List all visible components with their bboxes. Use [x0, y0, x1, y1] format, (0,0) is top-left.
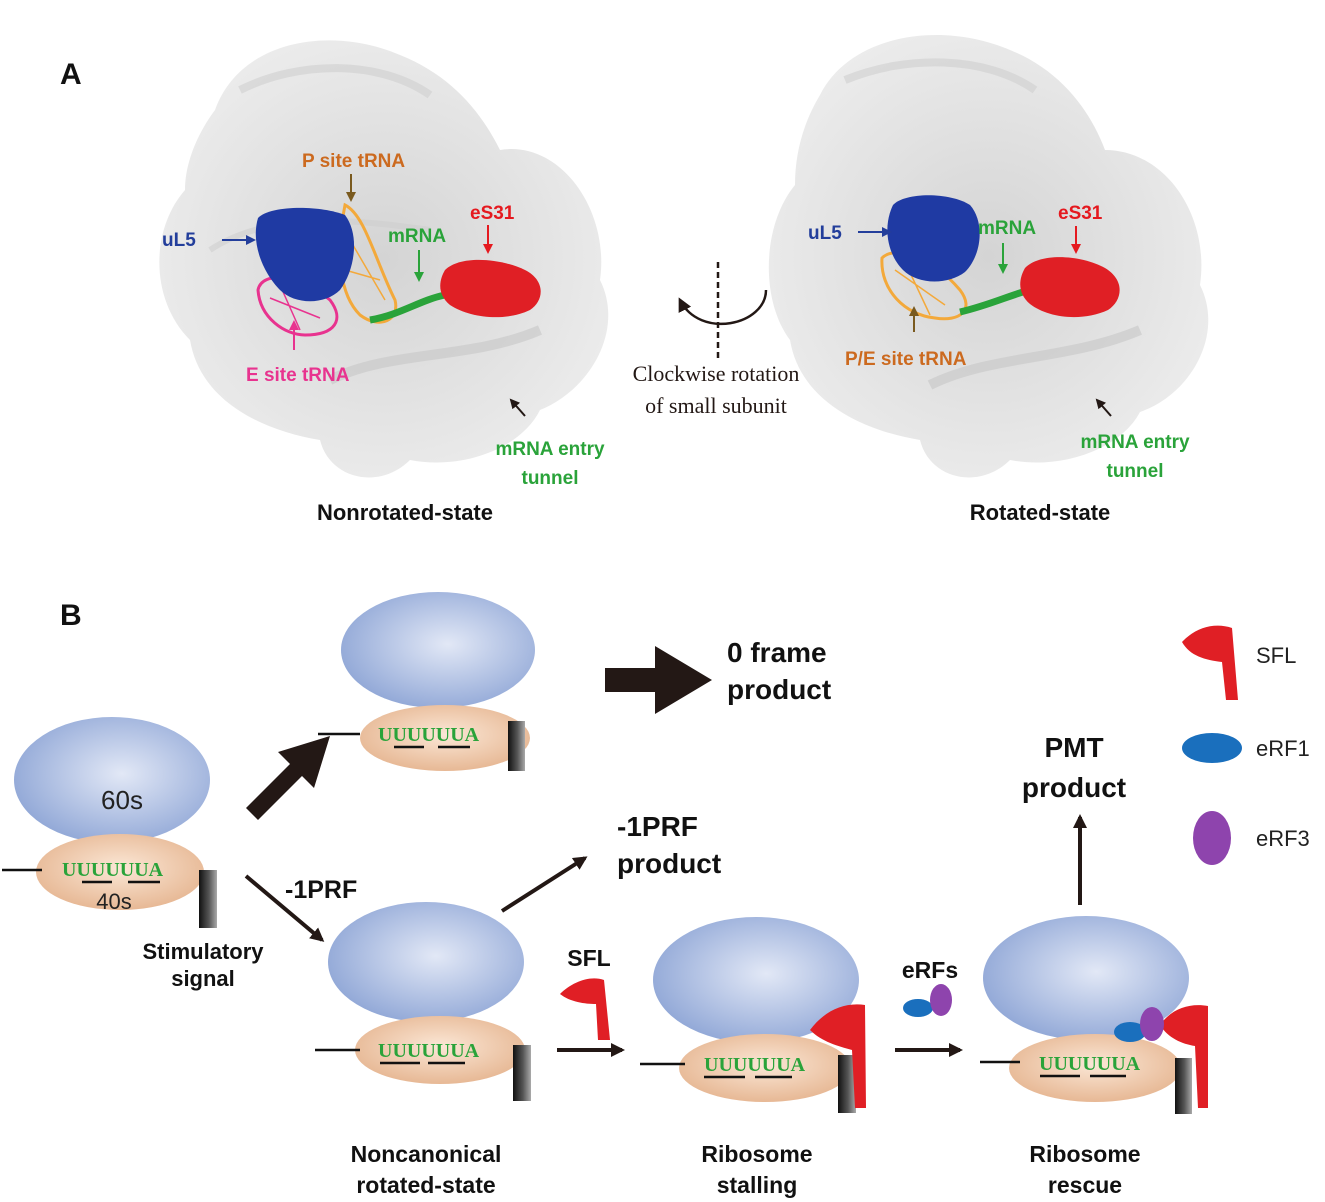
ul5-shape — [255, 207, 355, 302]
erfs-erf1-icon — [903, 999, 933, 1017]
prf-arrow-label: -1PRF — [285, 876, 357, 904]
stimulatory-signal-label-line1: Stimulatory — [142, 939, 264, 964]
pmt-product-line1: PMT — [1044, 732, 1103, 763]
rescue-ribosome: UUUUUUA — [980, 916, 1208, 1114]
erfs-erf3-icon — [930, 984, 952, 1016]
rescue-erf3 — [1140, 1007, 1164, 1041]
pmt-product-line2: product — [1022, 772, 1126, 803]
small-subunit-40s — [36, 834, 204, 910]
rescue-sequence: UUUUUUA — [1039, 1053, 1141, 1075]
panel-b-label: B — [60, 599, 82, 632]
stalling-label-line1: Ribosome — [701, 1141, 812, 1167]
legend: SFL eRF1 eRF3 — [1182, 625, 1310, 865]
e-site-trna-label: E site tRNA — [246, 365, 350, 386]
arrow-to-prf-product — [500, 856, 588, 913]
es31-label: eS31 — [470, 203, 515, 224]
erfs-label: eRFs — [902, 957, 958, 983]
entry-tunnel-label-line2: tunnel — [522, 468, 579, 489]
legend-sfl-label: SFL — [1256, 643, 1296, 668]
stimulatory-signal-label-line2: signal — [171, 966, 235, 991]
rotation-label-line1: Clockwise rotation — [633, 361, 800, 386]
rotation-icon — [678, 262, 768, 358]
rescue-sfl-flag — [1160, 1005, 1208, 1108]
mrna-strand-shape — [369, 291, 446, 324]
rescue-label-line1: Ribosome — [1029, 1141, 1140, 1167]
noncanonical-sequence: UUUUUUA — [378, 1040, 480, 1062]
sfl-flag-icon — [560, 978, 610, 1040]
sfl-label: SFL — [567, 945, 610, 971]
stimulatory-signal-shape — [199, 870, 217, 928]
rotated-es31-shape — [1020, 257, 1120, 318]
large-subunit-60s — [14, 717, 210, 843]
initial-ribosome: UUUUUUA — [2, 717, 217, 928]
rotated-entry-tunnel-arrow — [1095, 398, 1112, 417]
big-arrow-to-zero-frame — [246, 736, 330, 820]
rotated-mrna-label: mRNA — [978, 218, 1036, 239]
stalling-sequence: UUUUUUA — [704, 1054, 806, 1076]
legend-erf1-label: eRF1 — [1256, 736, 1310, 761]
entry-tunnel-label-line1: mRNA entry — [495, 439, 605, 460]
noncanonical-label-line1: Noncanonical — [351, 1141, 502, 1167]
zero-frame-product-line2: product — [727, 674, 831, 705]
p-site-trna-label: P site tRNA — [302, 151, 405, 172]
rotated-ribosome-structure — [768, 35, 1209, 478]
rotated-es31-label: eS31 — [1058, 203, 1103, 224]
legend-erf3-label: eRF3 — [1256, 826, 1310, 851]
es31-shape — [440, 259, 541, 318]
zero-frame-ribosome: UUUUUUA — [318, 592, 535, 771]
zero-frame-sequence: UUUUUUA — [378, 724, 480, 746]
ul5-label: uL5 — [162, 230, 196, 251]
legend-erf1-oval-icon — [1182, 733, 1242, 763]
stalling-sfl-flag — [810, 1004, 866, 1108]
label-40s: 40s — [96, 889, 131, 914]
rescue-label-line2: rescue — [1048, 1172, 1122, 1198]
initial-sequence: UUUUUUA — [62, 859, 164, 881]
prf-product-line1: -1PRF — [617, 811, 698, 842]
rotation-label-line2: of small subunit — [645, 393, 787, 418]
panel-a-label: A — [60, 58, 82, 91]
rotated-entry-tunnel-label-line1: mRNA entry — [1080, 432, 1190, 453]
pe-site-trna-label: P/E site tRNA — [845, 349, 967, 370]
prf-product-line2: product — [617, 848, 721, 879]
stalling-label-line2: stalling — [717, 1172, 798, 1198]
rotated-entry-tunnel-label-line2: tunnel — [1107, 461, 1164, 482]
noncanonical-label-line2: rotated-state — [356, 1172, 495, 1198]
label-60s: 60s — [101, 785, 143, 815]
legend-sfl-flag-icon — [1182, 625, 1238, 700]
rotated-ul5-shape — [887, 195, 980, 282]
big-arrow-to-zero-frame-product — [605, 646, 712, 714]
entry-tunnel-arrow — [509, 398, 526, 417]
rotated-ul5-label: uL5 — [808, 223, 842, 244]
noncanonical-ribosome: UUUUUUA — [315, 902, 531, 1101]
stalling-ribosome: UUUUUUA — [640, 917, 866, 1113]
nonrotated-ribosome-structure — [159, 40, 609, 478]
rotated-state-title: Rotated-state — [970, 500, 1111, 525]
prf-arrow — [244, 874, 325, 942]
legend-erf3-oval-icon — [1193, 811, 1231, 865]
mrna-label: mRNA — [388, 226, 446, 247]
rescue-erf1 — [1114, 1022, 1146, 1042]
nonrotated-state-title: Nonrotated-state — [317, 500, 493, 525]
zero-frame-product-line1: 0 frame — [727, 637, 827, 668]
